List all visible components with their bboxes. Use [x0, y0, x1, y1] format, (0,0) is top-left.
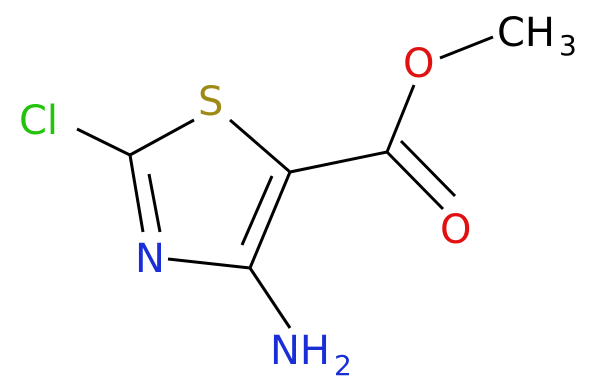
- bond-n3-c4: [167, 257, 251, 270]
- amino-symbol: NH: [270, 328, 330, 374]
- atom-label-carbonyl-oxygen: O: [440, 207, 471, 253]
- atom-label-ring-nitrogen: N: [135, 236, 165, 282]
- atom-labels: Cl S N NH 2 O O CH 3: [19, 10, 577, 382]
- bond-c4-c5-outer: [248, 171, 292, 269]
- bond-o-ester-ch3: [439, 35, 494, 60]
- bonds: [76, 35, 494, 329]
- atom-label-chlorine: Cl: [19, 98, 58, 144]
- bond-c2-cl: [76, 127, 131, 157]
- bond-c4-c5-inner: [240, 175, 274, 246]
- bond-c6-o-carbonyl-outer: [385, 150, 445, 211]
- bond-c6-o-ester: [385, 84, 416, 153]
- amino-subscript: 2: [334, 349, 352, 382]
- atom-label-ester-oxygen: O: [403, 41, 434, 87]
- methyl-subscript: 3: [559, 29, 577, 62]
- atom-label-methyl-group: CH 3: [497, 10, 577, 62]
- atom-label-sulfur: S: [198, 79, 223, 125]
- bond-c4-nh2: [248, 267, 292, 329]
- bond-c6-o-carbonyl-inner: [399, 139, 457, 198]
- bond-s-c5: [229, 118, 291, 174]
- methyl-symbol: CH: [497, 10, 555, 56]
- bond-c5-c6: [289, 150, 388, 174]
- bond-c2-n3-outer: [128, 154, 145, 233]
- bond-c2-n3-inner: [147, 173, 162, 233]
- bond-c2-s: [129, 118, 195, 157]
- atom-label-amino-group: NH 2: [270, 328, 352, 382]
